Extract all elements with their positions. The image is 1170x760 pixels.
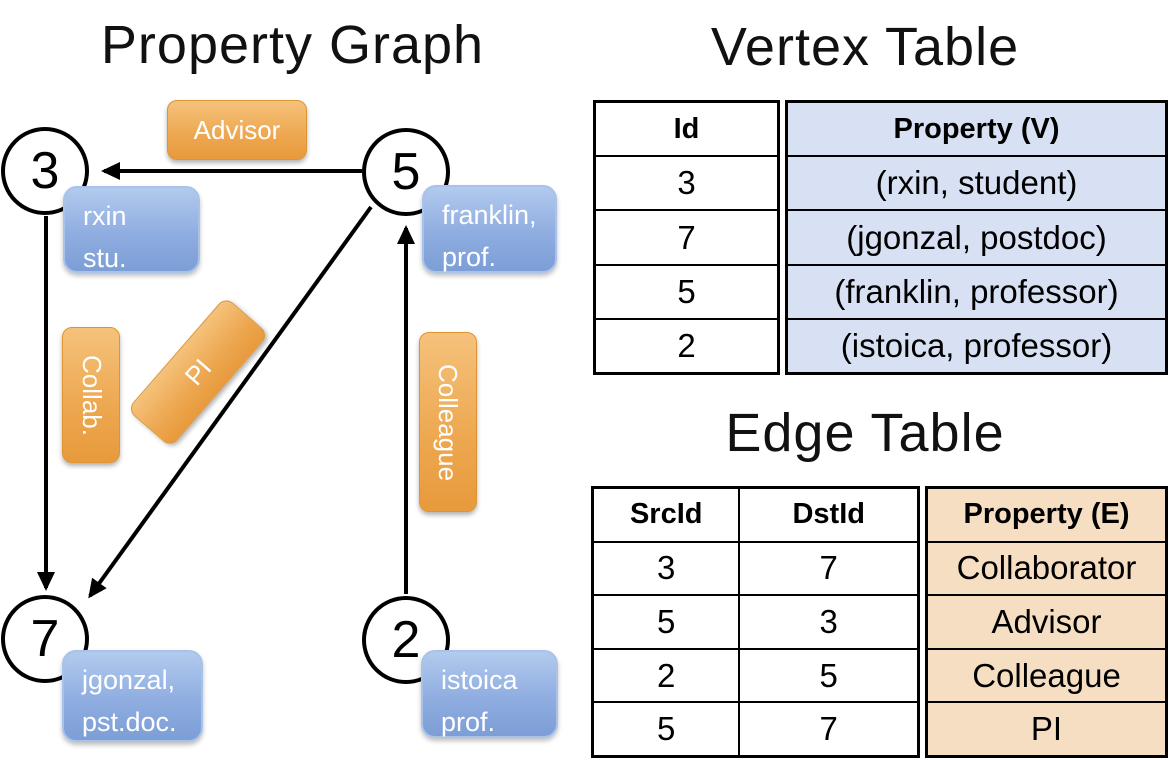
edge-label-colleague: Colleague	[419, 332, 477, 512]
edge-table-id-columns: SrcId DstId 3 7 5 3 2 5 5 7	[591, 486, 920, 758]
edge-dst-cell: 3	[738, 596, 917, 648]
vertex-id-cell: 3	[677, 164, 696, 202]
table-row: 5 7	[594, 701, 917, 755]
edge-dst-cell: 7	[738, 703, 917, 755]
vertex-prop-line: stu.	[83, 242, 127, 273]
vertex-prop-box-7: jgonzal, pst.doc.	[62, 650, 203, 742]
edge-label-advisor: Advisor	[167, 100, 307, 160]
edge-property-cell: Advisor	[991, 602, 1102, 640]
table-row: Collaborator	[928, 540, 1165, 595]
node-id-label: 7	[30, 610, 60, 668]
table-row: Colleague	[928, 647, 1165, 702]
edge-dst-cell: 7	[738, 542, 917, 595]
table-row: 3 7	[594, 540, 917, 595]
edge-label-text: Colleague	[433, 363, 464, 481]
edge-label-text: Advisor	[193, 114, 281, 145]
graph-node-2: 2	[362, 596, 450, 684]
vertex-property-cell: (rxin, student)	[875, 164, 1078, 202]
edge-dst-cell: 5	[738, 649, 917, 702]
table-row: 7	[596, 209, 777, 263]
edge-property-header: Property (E)	[963, 498, 1130, 531]
vertex-property-cell: (franklin, professor)	[834, 272, 1119, 310]
edge-pi-5-to-7	[88, 205, 373, 599]
table-row: 5	[596, 263, 777, 318]
vertex-prop-line: rxin	[83, 201, 127, 231]
vertex-table-title: Vertex Table	[710, 17, 1020, 77]
table-row: (franklin, professor)	[788, 263, 1165, 318]
vertex-id-cell: 2	[677, 326, 696, 364]
vertex-prop-line: prof.	[442, 241, 497, 272]
edge-label-text: PI	[178, 352, 218, 391]
vertex-table-property-column: Property (V) (rxin, student) (jgonzal, p…	[785, 100, 1168, 375]
table-row: PI	[928, 701, 1165, 755]
vertex-property-cell: (jgonzal, postdoc)	[846, 218, 1107, 256]
edge-src-cell: 5	[657, 710, 676, 748]
property-graph-title: Property Graph	[100, 15, 485, 75]
edge-property-cell: Collaborator	[956, 549, 1137, 587]
table-row: Advisor	[928, 594, 1165, 648]
vertex-table-id-column: Id 3 7 5 2	[593, 100, 780, 375]
edge-property-cell: Colleague	[972, 656, 1121, 694]
node-id-label: 3	[30, 142, 60, 200]
table-row: 3	[596, 155, 777, 209]
graph-edges-layer	[37, 162, 415, 599]
vertex-prop-box-5: franklin, prof.	[422, 185, 557, 273]
table-row: 5 3	[594, 594, 917, 648]
table-row: (jgonzal, postdoc)	[788, 209, 1165, 263]
node-id-label: 2	[391, 611, 421, 669]
edge-src-cell: 3	[657, 549, 676, 587]
vertex-id-header: Id	[673, 112, 700, 145]
edge-property-cell: PI	[1030, 710, 1063, 748]
edge-src-cell: 2	[657, 656, 676, 694]
vertex-prop-line: jgonzal,	[82, 665, 176, 695]
table-row: (rxin, student)	[788, 155, 1165, 209]
vertex-property-cell: (istoica, professor)	[840, 326, 1113, 364]
vertex-prop-line: istoica	[441, 665, 518, 695]
graph-node-5: 5	[362, 128, 450, 216]
vertex-prop-line: prof.	[441, 706, 496, 737]
edge-label-text: Collab.	[76, 354, 107, 436]
vertex-prop-box-2: istoica prof.	[421, 650, 558, 738]
vertex-prop-line: franklin,	[442, 200, 537, 230]
edge-label-collab: Collab.	[62, 327, 120, 463]
edge-src-header: SrcId	[629, 498, 703, 531]
vertex-prop-box-3: rxin stu.	[63, 186, 200, 273]
node-id-label: 5	[391, 143, 421, 201]
table-row: (istoica, professor)	[788, 317, 1165, 372]
edge-dst-header: DstId	[738, 489, 917, 541]
table-row: 2 5	[594, 647, 917, 702]
vertex-id-cell: 7	[677, 218, 696, 256]
vertex-property-header: Property (V)	[893, 112, 1060, 145]
edge-table-title: Edge Table	[725, 403, 1005, 463]
table-row: 2	[596, 317, 777, 372]
edge-table-property-column: Property (E) Collaborator Advisor Collea…	[925, 486, 1168, 758]
edge-src-cell: 5	[657, 602, 676, 640]
vertex-id-cell: 5	[677, 272, 696, 310]
vertex-prop-line: pst.doc.	[82, 706, 177, 737]
